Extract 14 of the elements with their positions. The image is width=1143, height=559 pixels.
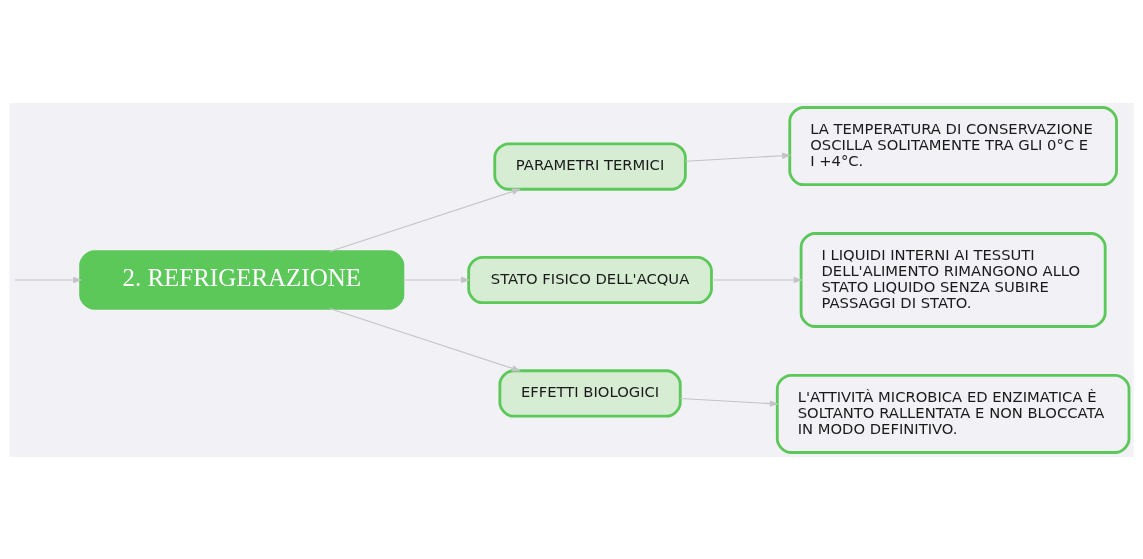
arrow [14, 276, 83, 283]
arrow [329, 188, 522, 252]
arrow [679, 397, 779, 407]
arrow [711, 276, 803, 283]
node-box: LA TEMPERATURA DI CONSERVAZIONE OSCILLA SOLITAMENTE TRA GLI 0°C E I +4°C. [788, 105, 1118, 186]
arrow [684, 152, 792, 162]
arrow [329, 307, 522, 371]
arrow [402, 276, 471, 283]
node-box: EFFETTI BIOLOGICI [498, 368, 682, 418]
node-box: I LIQUIDI INTERNI AI TESSUTI DELL'ALIMENTO RIMANGONO ALLO STATO LIQUIDO SENZA SUBIRE PASSAGGI DI STATO. [799, 231, 1107, 328]
node-box: 2. REFRIGERAZIONE [79, 249, 405, 310]
node-box: PARAMETRI TERMICI [493, 141, 687, 191]
node-box: STATO FISICO DELL'ACQUA [467, 255, 713, 304]
node-box: L'ATTIVITÀ MICROBICA ED ENZIMATICA È SOLTANTO RALLENTATA E NON BLOCCATA IN MODO DEFINITIVO. [775, 373, 1131, 454]
